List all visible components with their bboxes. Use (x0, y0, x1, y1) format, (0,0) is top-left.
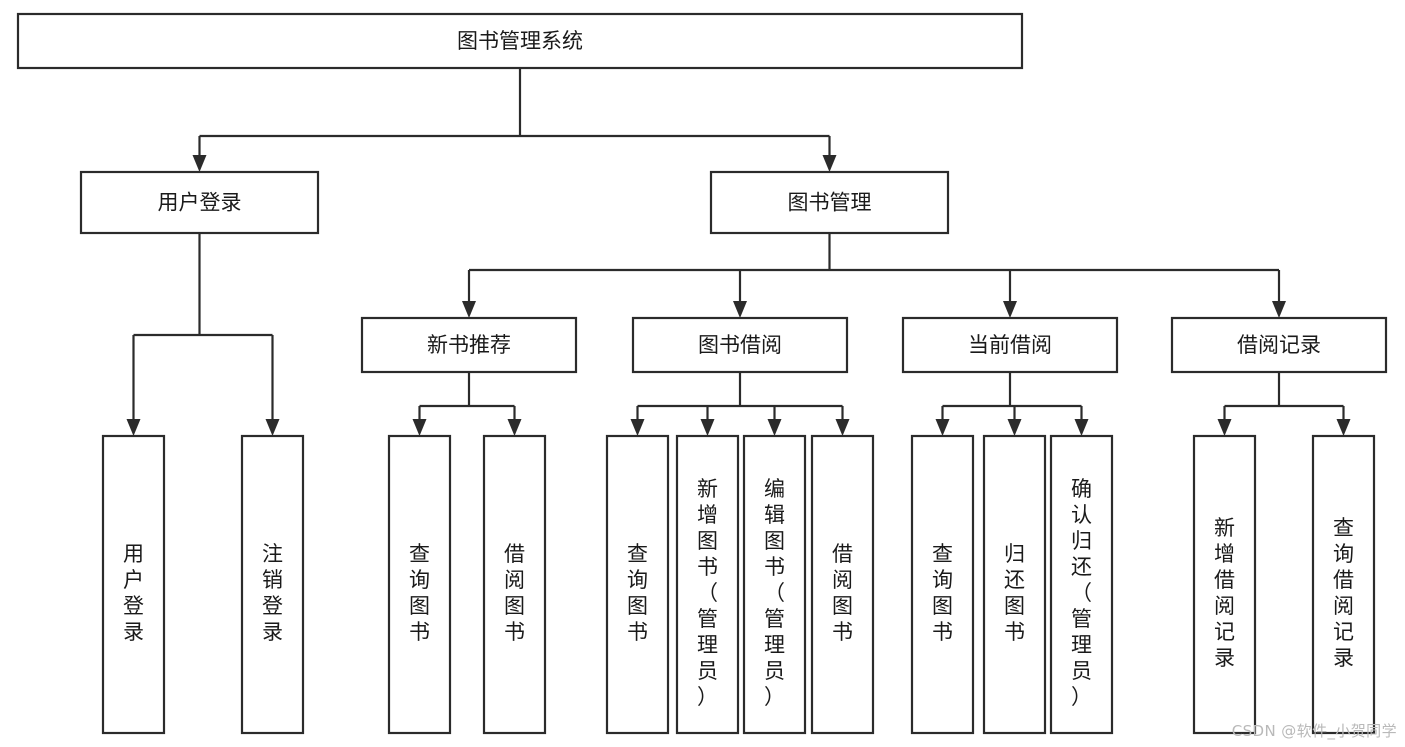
arrow-head-icon (507, 419, 522, 436)
node-box (79, 170, 320, 235)
arrow-head-icon (1074, 419, 1089, 436)
node-box (16, 12, 1024, 70)
node-box (1192, 434, 1257, 735)
node-leaf-6[interactable]: 编辑图书（管理员） (742, 434, 807, 735)
arrow-head-icon (1007, 419, 1022, 436)
node-leaf-7[interactable]: 借阅图书 (810, 434, 875, 735)
node-leaf-10[interactable]: 确认归还（管理员） (1049, 434, 1114, 735)
arrow-head-icon (630, 419, 645, 436)
arrow-head-icon (700, 419, 715, 436)
node-label: 用户登录 (158, 191, 242, 215)
node-leaf-4[interactable]: 查询图书 (605, 434, 670, 735)
node-root-0[interactable]: 图书管理系统 (16, 12, 1024, 70)
node-box (631, 316, 849, 374)
node-label: 当前借阅 (968, 333, 1052, 357)
node-label: 借阅记录 (1237, 333, 1321, 357)
arrow-head-icon (767, 419, 782, 436)
node-leaf-0[interactable]: 用户登录 (101, 434, 166, 735)
node-label: 图书管理 (788, 191, 872, 215)
arrow-head-icon (1217, 419, 1232, 436)
node-label: 新书推荐 (427, 333, 511, 357)
node-label: 用户登录 (123, 542, 144, 644)
node-box (605, 434, 670, 735)
arrow-head-icon (192, 155, 207, 172)
node-layer: 图书管理系统用户登录图书管理新书推荐图书借阅当前借阅借阅记录用户登录注销登录查询… (16, 12, 1388, 735)
node-level1-1[interactable]: 图书管理 (709, 170, 950, 235)
node-label: 图书管理系统 (457, 29, 583, 53)
node-level2-3[interactable]: 借阅记录 (1170, 316, 1388, 374)
node-label: 新增借阅记录 (1214, 516, 1235, 670)
node-leaf-8[interactable]: 查询图书 (910, 434, 975, 735)
arrow-head-icon (935, 419, 950, 436)
arrow-head-icon (462, 301, 476, 318)
node-leaf-3[interactable]: 借阅图书 (482, 434, 547, 735)
node-label: 查询图书 (627, 542, 648, 644)
arrow-head-icon (126, 419, 141, 436)
node-box (810, 434, 875, 735)
node-label: 新增图书（管理员） (697, 477, 718, 709)
connector-layer (126, 68, 1351, 436)
node-box (1311, 434, 1376, 735)
node-leaf-5[interactable]: 新增图书（管理员） (675, 434, 740, 735)
arrow-head-icon (412, 419, 427, 436)
node-label: 查询图书 (932, 542, 953, 644)
node-level1-0[interactable]: 用户登录 (79, 170, 320, 235)
node-box (1049, 434, 1114, 735)
node-box (910, 434, 975, 735)
node-label: 查询借阅记录 (1333, 516, 1354, 670)
node-leaf-9[interactable]: 归还图书 (982, 434, 1047, 735)
node-label: 归还图书 (1004, 542, 1025, 644)
node-label: 借阅图书 (832, 542, 853, 644)
arrow-head-icon (822, 155, 837, 172)
node-level2-1[interactable]: 图书借阅 (631, 316, 849, 374)
node-box (101, 434, 166, 735)
node-label: 确认归还（管理员） (1071, 477, 1092, 709)
node-label: 图书借阅 (698, 333, 782, 357)
node-label: 借阅图书 (504, 542, 525, 644)
node-leaf-11[interactable]: 新增借阅记录 (1192, 434, 1257, 735)
node-label: 编辑图书（管理员） (764, 477, 785, 709)
node-box (1170, 316, 1388, 374)
node-box (901, 316, 1119, 374)
node-box (709, 170, 950, 235)
node-box (675, 434, 740, 735)
arrow-head-icon (1336, 419, 1351, 436)
node-label: 注销登录 (262, 542, 283, 644)
node-box (387, 434, 452, 735)
node-box (482, 434, 547, 735)
arrow-head-icon (835, 419, 850, 436)
node-leaf-12[interactable]: 查询借阅记录 (1311, 434, 1376, 735)
node-box (240, 434, 305, 735)
arrow-head-icon (733, 301, 747, 318)
node-level2-0[interactable]: 新书推荐 (360, 316, 578, 374)
arrow-head-icon (1272, 301, 1286, 318)
arrow-head-icon (1003, 301, 1017, 318)
node-box (360, 316, 578, 374)
arrow-head-icon (265, 419, 280, 436)
node-box (742, 434, 807, 735)
node-label: 查询图书 (409, 542, 430, 644)
node-leaf-2[interactable]: 查询图书 (387, 434, 452, 735)
node-leaf-1[interactable]: 注销登录 (240, 434, 305, 735)
node-level2-2[interactable]: 当前借阅 (901, 316, 1119, 374)
node-box (982, 434, 1047, 735)
